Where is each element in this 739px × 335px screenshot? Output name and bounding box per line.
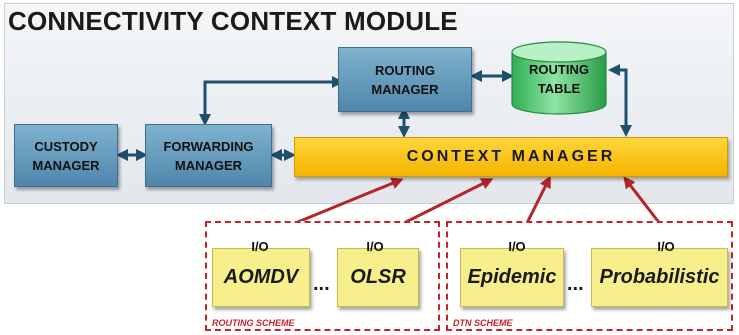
forwarding-manager: FORWARDING MANAGER [145,124,272,187]
routing-ellipsis: ... [313,273,330,295]
protocol-olsr: OLSR [337,248,419,307]
routing-manager: ROUTING MANAGER [338,47,472,112]
io-label: I/O [251,238,269,254]
io-label: I/O [508,238,526,254]
custody-manager: CUSTODY MANAGER [14,124,118,187]
io-label: I/O [657,238,675,254]
custody-manager-line1: CUSTODY [34,138,98,154]
routing-table-label: ROUTING TABLE [512,60,606,98]
routing-manager-line1: ROUTING [375,62,435,78]
routing-table-line2: TABLE [537,81,581,96]
dtn-ellipsis: ... [567,273,584,295]
routing-manager-line2: MANAGER [371,81,439,97]
io-tag-aomdv: I/O [230,234,290,258]
routing-scheme-label: ROUTING SCHEME [212,318,295,328]
module-title: CONNECTIVITY CONTEXT MODULE [8,6,458,36]
arrow-table-context [608,64,632,137]
routing-table-line1: ROUTING [529,62,589,77]
custody-manager-line2: MANAGER [32,157,100,173]
context-manager: CONTEXT MANAGER [294,137,728,177]
arrow-forwarding-routing [199,76,344,126]
io-tag-epidemic: I/O [487,234,547,258]
io-tag-olsr: I/O [345,234,405,258]
forwarding-manager-line2: MANAGER [174,157,243,173]
forwarding-manager-line1: FORWARDING [163,138,254,154]
dtn-scheme-label: DTN SCHEME [453,318,513,328]
io-label: I/O [366,238,384,254]
io-tag-probabilistic: I/O [636,234,696,258]
